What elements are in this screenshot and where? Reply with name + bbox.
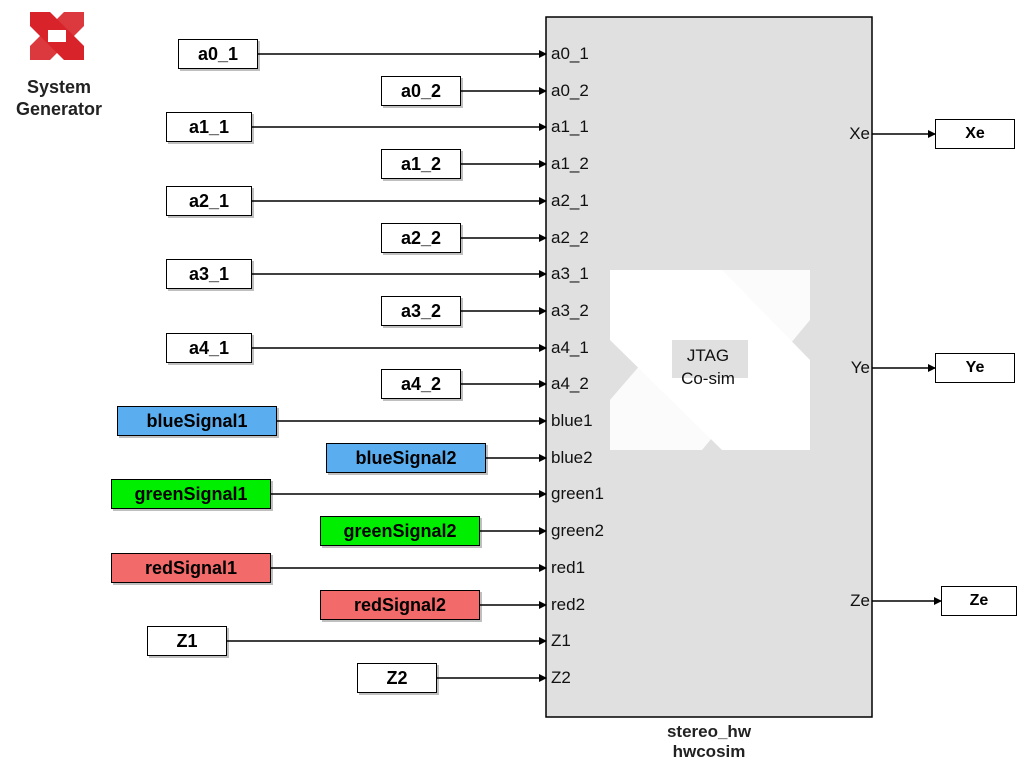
input-port-a0_1: a0_1 — [551, 44, 589, 63]
input-port-a2_2: a2_2 — [551, 228, 589, 247]
input-port-green1: green1 — [551, 484, 604, 503]
sink-block-Ye[interactable]: Ye — [935, 353, 1015, 383]
input-port-Z1: Z1 — [551, 631, 571, 650]
signal-wires — [227, 50, 942, 682]
input-port-a1_1: a1_1 — [551, 117, 589, 136]
source-block-a3_1[interactable]: a3_1 — [166, 259, 252, 289]
source-block-a1_2[interactable]: a1_2 — [381, 149, 461, 179]
input-port-red1: red1 — [551, 558, 586, 577]
output-port-Xe: Xe — [849, 124, 870, 143]
input-port-a1_2: a1_2 — [551, 154, 589, 173]
source-block-a0_2[interactable]: a0_2 — [381, 76, 461, 106]
source-block-blueSignal1[interactable]: blueSignal1 — [117, 406, 277, 436]
cosim-label: Co-sim — [681, 369, 735, 388]
block-type: hwcosim — [672, 742, 746, 761]
input-port-a0_2: a0_2 — [551, 81, 589, 100]
input-port-a2_1: a2_1 — [551, 191, 589, 210]
jtag-label: JTAG — [686, 346, 730, 365]
input-port-a3_2: a3_2 — [551, 301, 589, 320]
sink-block-Ze[interactable]: Ze — [941, 586, 1017, 616]
system-generator-logo-icon[interactable] — [30, 12, 84, 60]
input-port-red2: red2 — [551, 595, 586, 614]
source-block-a0_1[interactable]: a0_1 — [178, 39, 258, 69]
source-block-greenSignal1[interactable]: greenSignal1 — [111, 479, 271, 509]
output-port-Ye: Ye — [850, 358, 870, 377]
input-port-blue2: blue2 — [551, 448, 593, 467]
sink-block-Xe[interactable]: Xe — [935, 119, 1015, 149]
input-port-a4_1: a4_1 — [551, 338, 589, 357]
source-block-redSignal2[interactable]: redSignal2 — [320, 590, 480, 620]
input-port-a3_1: a3_1 — [551, 264, 589, 283]
source-block-Z1[interactable]: Z1 — [147, 626, 227, 656]
source-block-a1_1[interactable]: a1_1 — [166, 112, 252, 142]
source-block-a4_1[interactable]: a4_1 — [166, 333, 252, 363]
input-port-Z2: Z2 — [551, 668, 571, 687]
source-block-a2_1[interactable]: a2_1 — [166, 186, 252, 216]
logo-line2: Generator — [15, 99, 103, 119]
source-block-a4_2[interactable]: a4_2 — [381, 369, 461, 399]
block-caption: stereo_hw hwcosim — [546, 722, 872, 762]
system-generator-label: System Generator — [0, 76, 118, 120]
input-port-blue1: blue1 — [551, 411, 593, 430]
output-port-Ze: Ze — [850, 591, 870, 610]
source-block-a2_2[interactable]: a2_2 — [381, 223, 461, 253]
source-block-redSignal1[interactable]: redSignal1 — [111, 553, 271, 583]
block-center-label: JTAG Co-sim — [646, 344, 770, 390]
input-port-a4_2: a4_2 — [551, 374, 589, 393]
watermark-center — [672, 340, 748, 378]
source-block-blueSignal2[interactable]: blueSignal2 — [326, 443, 486, 473]
source-block-a3_2[interactable]: a3_2 — [381, 296, 461, 326]
source-block-Z2[interactable]: Z2 — [357, 663, 437, 693]
logo-line1: System — [26, 77, 92, 97]
input-port-green2: green2 — [551, 521, 604, 540]
block-name: stereo_hw — [666, 722, 752, 741]
source-block-greenSignal2[interactable]: greenSignal2 — [320, 516, 480, 546]
